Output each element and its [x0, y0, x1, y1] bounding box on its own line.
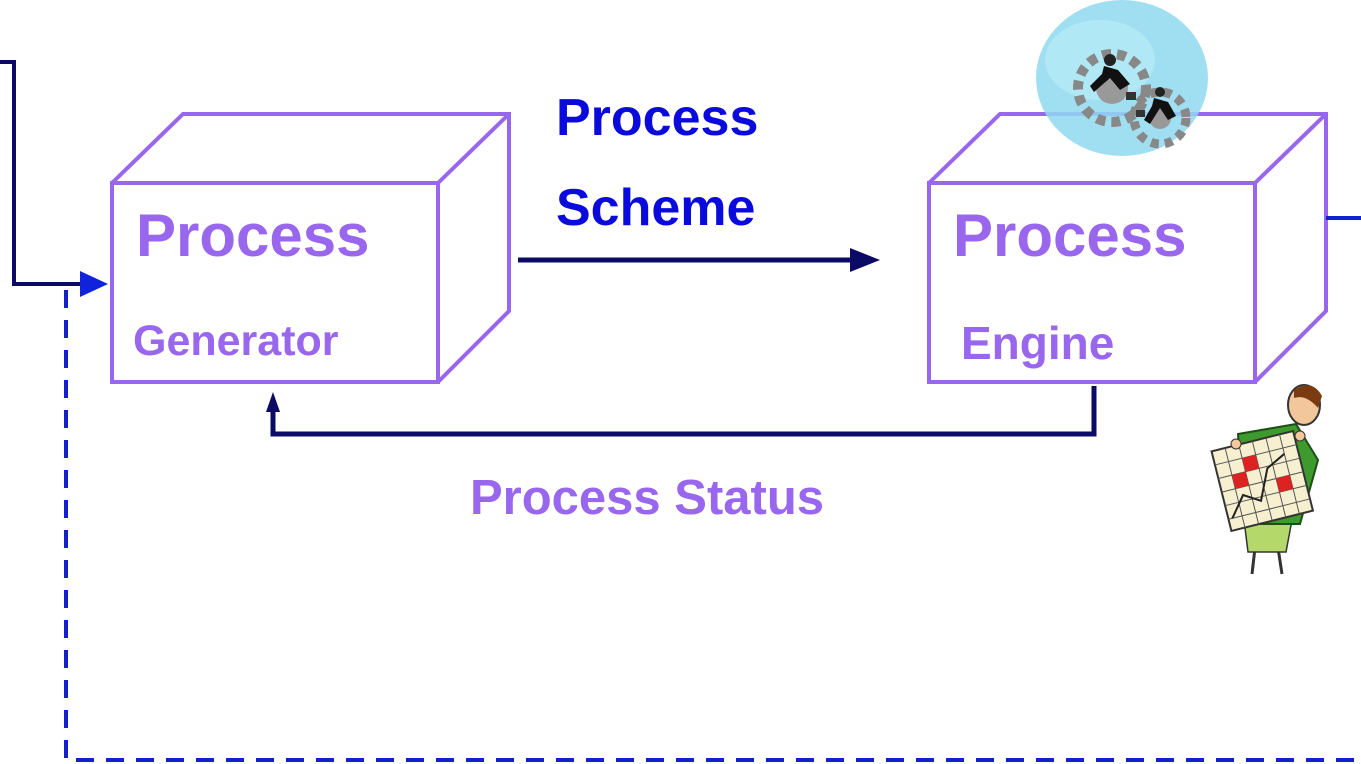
- gears-businessmen-icon: [1036, 0, 1208, 156]
- engine-title: Process: [953, 202, 1187, 269]
- status-arrow: [266, 386, 1097, 437]
- engine-box: [927, 112, 1328, 384]
- status-label: Process Status: [470, 471, 825, 525]
- scheme-label-line1: Process: [556, 89, 759, 147]
- woman-with-chart-icon: [1210, 384, 1322, 575]
- generator-box: [110, 112, 511, 384]
- scheme-arrow: [518, 248, 880, 272]
- dashed-loop: [64, 290, 1361, 762]
- generator-input-arrowhead: [80, 271, 108, 297]
- generator-title: Process: [136, 202, 370, 269]
- scheme-label-line2: Scheme: [556, 179, 756, 237]
- generator-subtitle: Generator: [133, 317, 339, 365]
- engine-subtitle: Engine: [961, 317, 1115, 369]
- feedback-connector: [0, 60, 108, 297]
